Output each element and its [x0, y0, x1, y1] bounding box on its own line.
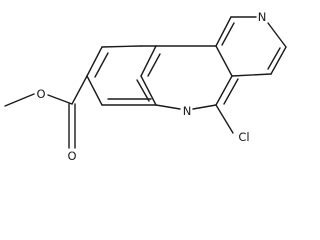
bond-n-top-c3 — [267, 22, 287, 48]
bond-c4a-c10b — [215, 45, 233, 77]
bond-c5-n-bottom — [192, 104, 217, 110]
bond-c8-c7-inner — [94, 52, 109, 78]
bond-c4a-c5-inner — [223, 78, 239, 105]
bond-c8-c7 — [86, 46, 103, 77]
benzene-ring-bonds — [86, 45, 161, 106]
bond-c10a-c10-inner — [147, 53, 161, 77]
bond-c5-cl — [215, 104, 234, 134]
bond-c3-c4 — [270, 46, 287, 75]
bond-c10b-c1 — [215, 16, 232, 47]
bond-c7-c6 — [86, 75, 103, 106]
atom-nitrogen-top: N — [258, 10, 267, 24]
ester-group-bonds — [4, 75, 88, 149]
bond-c10b-c1-inner — [221, 22, 235, 46]
bond-c6a-c10a-inner — [136, 79, 150, 102]
atom-labels: N N Cl O O — [36, 10, 266, 163]
atom-nitrogen-bottom: N — [183, 104, 192, 118]
bond-c10a-c10 — [140, 45, 157, 77]
pyridine-ring-bonds — [215, 16, 287, 77]
chemical-structure-diagram: N N Cl O O — [4, 10, 287, 163]
bond-carbonyl-single-o — [47, 94, 73, 105]
bond-c4-c4a — [231, 73, 272, 77]
bond-c6a-c10a — [140, 75, 157, 106]
atom-oxygen-ester: O — [36, 87, 45, 101]
bond-c4a-c5 — [215, 75, 233, 106]
bond-c9-c8 — [101, 45, 142, 48]
central-ring-bonds — [140, 45, 239, 134]
atom-oxygen-carbonyl: O — [67, 149, 76, 163]
bond-c7-carbonyl — [71, 75, 88, 105]
bond-c3-c4-inner — [267, 47, 281, 70]
atom-chlorine: Cl — [238, 130, 249, 144]
bond-o-methyl — [4, 93, 35, 107]
bond-n-bottom-c6a — [155, 104, 181, 110]
